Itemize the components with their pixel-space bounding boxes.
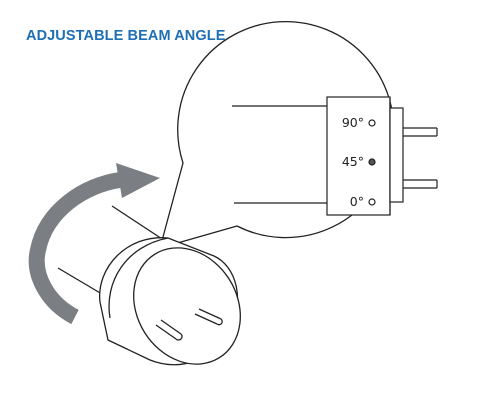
rotation-arrow-icon	[28, 163, 160, 325]
angle-dot-90	[368, 119, 376, 127]
diagram-title: ADJUSTABLE BEAM ANGLE	[26, 28, 226, 44]
angle-label-90: 90°	[342, 115, 364, 130]
beam-angle-markers: 90° 45° 0°	[342, 115, 376, 209]
pin-left	[155, 319, 183, 341]
end-cap-detail	[232, 96, 438, 216]
angle-dot-0	[368, 198, 376, 206]
angle-dot-45	[368, 158, 376, 166]
angle-label-45: 45°	[342, 154, 364, 169]
led-tube-end	[57, 205, 241, 366]
pin-right	[194, 308, 223, 326]
angle-label-0: 0°	[350, 194, 364, 209]
